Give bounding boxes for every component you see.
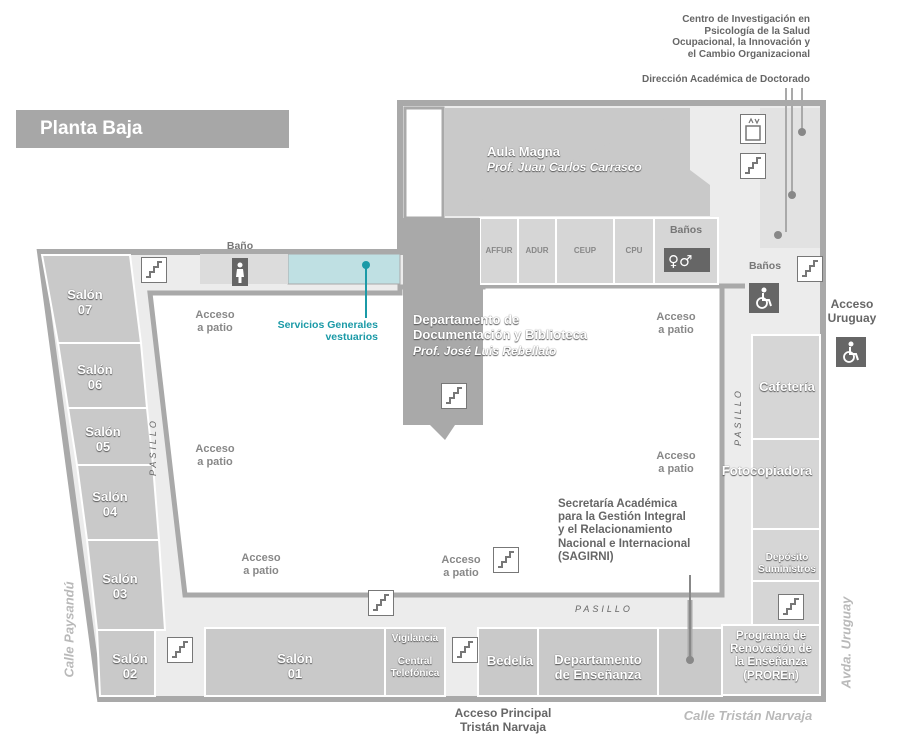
room-salon-07[interactable]: Salón 07 [67, 287, 103, 317]
corridor-left: PASILLO [148, 418, 158, 476]
access-patio-1: Acceso a patio [195, 309, 235, 334]
access-patio-6: Acceso a patio [656, 450, 696, 475]
label-servicios-generales: Servicios Generales vestuarios [277, 319, 378, 344]
room-salon-03[interactable]: Salón 03 [102, 571, 138, 601]
room-ensenanza[interactable]: Departamento de Enseñanza [554, 652, 642, 682]
salon-column [40, 254, 167, 697]
room-salon-05[interactable]: Salón 05 [85, 424, 121, 454]
access-patio-5: Acceso a patio [656, 311, 696, 336]
access-patio-3: Acceso a patio [241, 552, 281, 577]
office-adur[interactable]: ADUR [525, 246, 549, 255]
svg-text:♀♂: ♀♂ [668, 252, 692, 270]
room-fotocopiadora[interactable]: Fotocopiadora [721, 463, 813, 478]
street-tristan: Calle Tristán Narvaja [683, 708, 813, 723]
access-uruguay: Acceso Uruguay [827, 297, 877, 325]
restroom-icon: ♀♂ [664, 248, 710, 272]
top-note-centro: Centro de Investigación en Psicología de… [672, 14, 810, 60]
room-aula-magna[interactable]: Aula Magna [487, 144, 560, 159]
room-deposito[interactable]: Depósito Suministros [758, 552, 816, 575]
label-sagirni: Secretaría Académica para la Gestión Int… [558, 498, 691, 563]
stairs-icon [441, 383, 467, 409]
room-vigilancia[interactable]: Vigilancia [391, 633, 439, 644]
wheelchair-icon [749, 283, 779, 313]
stairs-icon [167, 637, 193, 663]
office-affur[interactable]: AFFUR [485, 246, 513, 255]
page-title: Planta Baja [40, 118, 143, 139]
stairs-icon [740, 153, 766, 179]
stairs-icon [778, 594, 804, 620]
street-paysandu: Calle Paysandú [61, 581, 77, 678]
elevator-icon [740, 114, 766, 144]
room-salon-04[interactable]: Salón 04 [92, 489, 128, 519]
stairs-icon [493, 547, 519, 573]
room-bedelia[interactable]: Bedelía [486, 653, 534, 668]
corridor-right: PASILLO [733, 388, 743, 446]
stairs-icon [368, 590, 394, 616]
room-biblioteca-sub: Prof. José Luis Rebellato [413, 344, 557, 358]
stairs-icon [797, 256, 823, 282]
room-salon-02[interactable]: Salón 02 [112, 651, 148, 681]
room-cafeteria[interactable]: Cafetería [759, 379, 815, 394]
office-ceup[interactable]: CEUP [573, 246, 597, 255]
wheelchair-icon [836, 337, 866, 367]
office-cpu[interactable]: CPU [625, 246, 643, 255]
label-banos-right: Baños [748, 260, 782, 272]
stairs-icon [452, 637, 478, 663]
label-bano-left: Baño [226, 240, 254, 252]
access-patio-4: Acceso a patio [441, 554, 481, 579]
label-banos-top: Baños [669, 224, 703, 236]
access-patio-2: Acceso a patio [195, 443, 235, 468]
access-principal: Acceso Principal Tristán Narvaja [454, 706, 552, 734]
room-salon-01[interactable]: Salón 01 [277, 651, 313, 681]
title-banner [16, 110, 289, 148]
street-uruguay: Avda. Uruguay [838, 596, 854, 689]
stairs-icon [141, 257, 167, 283]
top-note-doctorado: Dirección Académica de Doctorado [641, 74, 810, 85]
room-salon-06[interactable]: Salón 06 [77, 362, 113, 392]
corridor-bottom: PASILLO [575, 604, 633, 614]
restroom-icon [232, 258, 248, 286]
room-biblioteca[interactable]: Departamento de Documentación y Bibliote… [413, 312, 588, 342]
room-aula-magna-sub: Prof. Juan Carlos Carrasco [487, 160, 642, 174]
room-proren[interactable]: Programa de Renovación de la Enseñanza (… [730, 630, 812, 682]
room-central[interactable]: Central Telefónica [390, 656, 440, 679]
